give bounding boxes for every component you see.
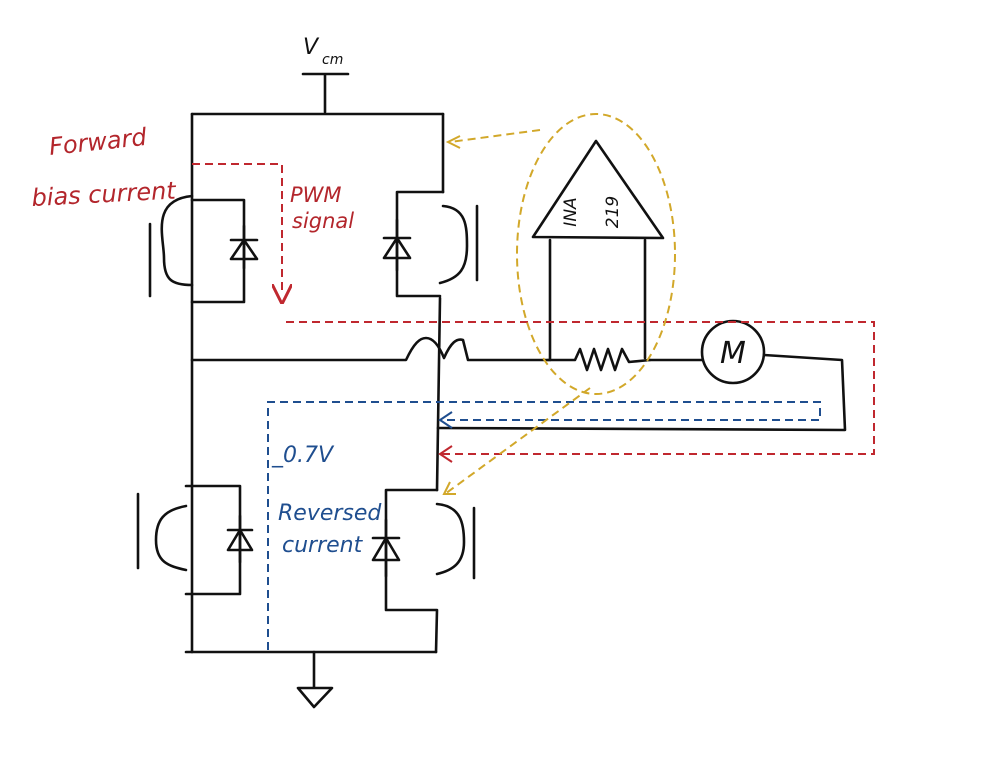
pwm-label-line2: signal [292, 209, 354, 233]
sense-highlight [442, 113, 676, 495]
vcm-subscript: cm [322, 52, 343, 68]
vcm-supply-symbol [301, 72, 350, 114]
vcm-label: V [303, 35, 320, 60]
diode-bottom-right [371, 518, 401, 578]
circuit-wiring [136, 72, 847, 709]
output-line [190, 336, 550, 362]
reversed-current-path [267, 401, 821, 650]
forward-label-line2: bias current [31, 176, 178, 212]
mosfet-bottom-right [384, 488, 476, 654]
reversed-label-line1: Reversed [278, 501, 382, 526]
voltage-label: _0.7V [271, 443, 335, 468]
diode-top-right [382, 218, 412, 272]
ground-symbol [296, 650, 334, 709]
motor-label: M [720, 336, 746, 371]
diode-top-left [229, 224, 259, 270]
forward-label-line1: Forward [48, 123, 149, 161]
ina219-sense-leads [548, 238, 647, 362]
mosfet-top-right [395, 190, 479, 298]
shunt-resistor [546, 347, 652, 372]
diode-bottom-left [226, 514, 254, 564]
ina-label-line2: 219 [603, 196, 623, 228]
reversed-label-line2: current [282, 533, 364, 558]
motor-wire [436, 353, 847, 432]
pwm-label-line1: PWM [290, 183, 342, 207]
mosfet-bottom-left [136, 484, 242, 596]
mosfet-top-left [148, 194, 246, 304]
ina219-block [531, 139, 665, 240]
ina-label-line1: INA [561, 197, 581, 226]
right-leg [435, 112, 445, 492]
forward-current-path [192, 163, 875, 463]
